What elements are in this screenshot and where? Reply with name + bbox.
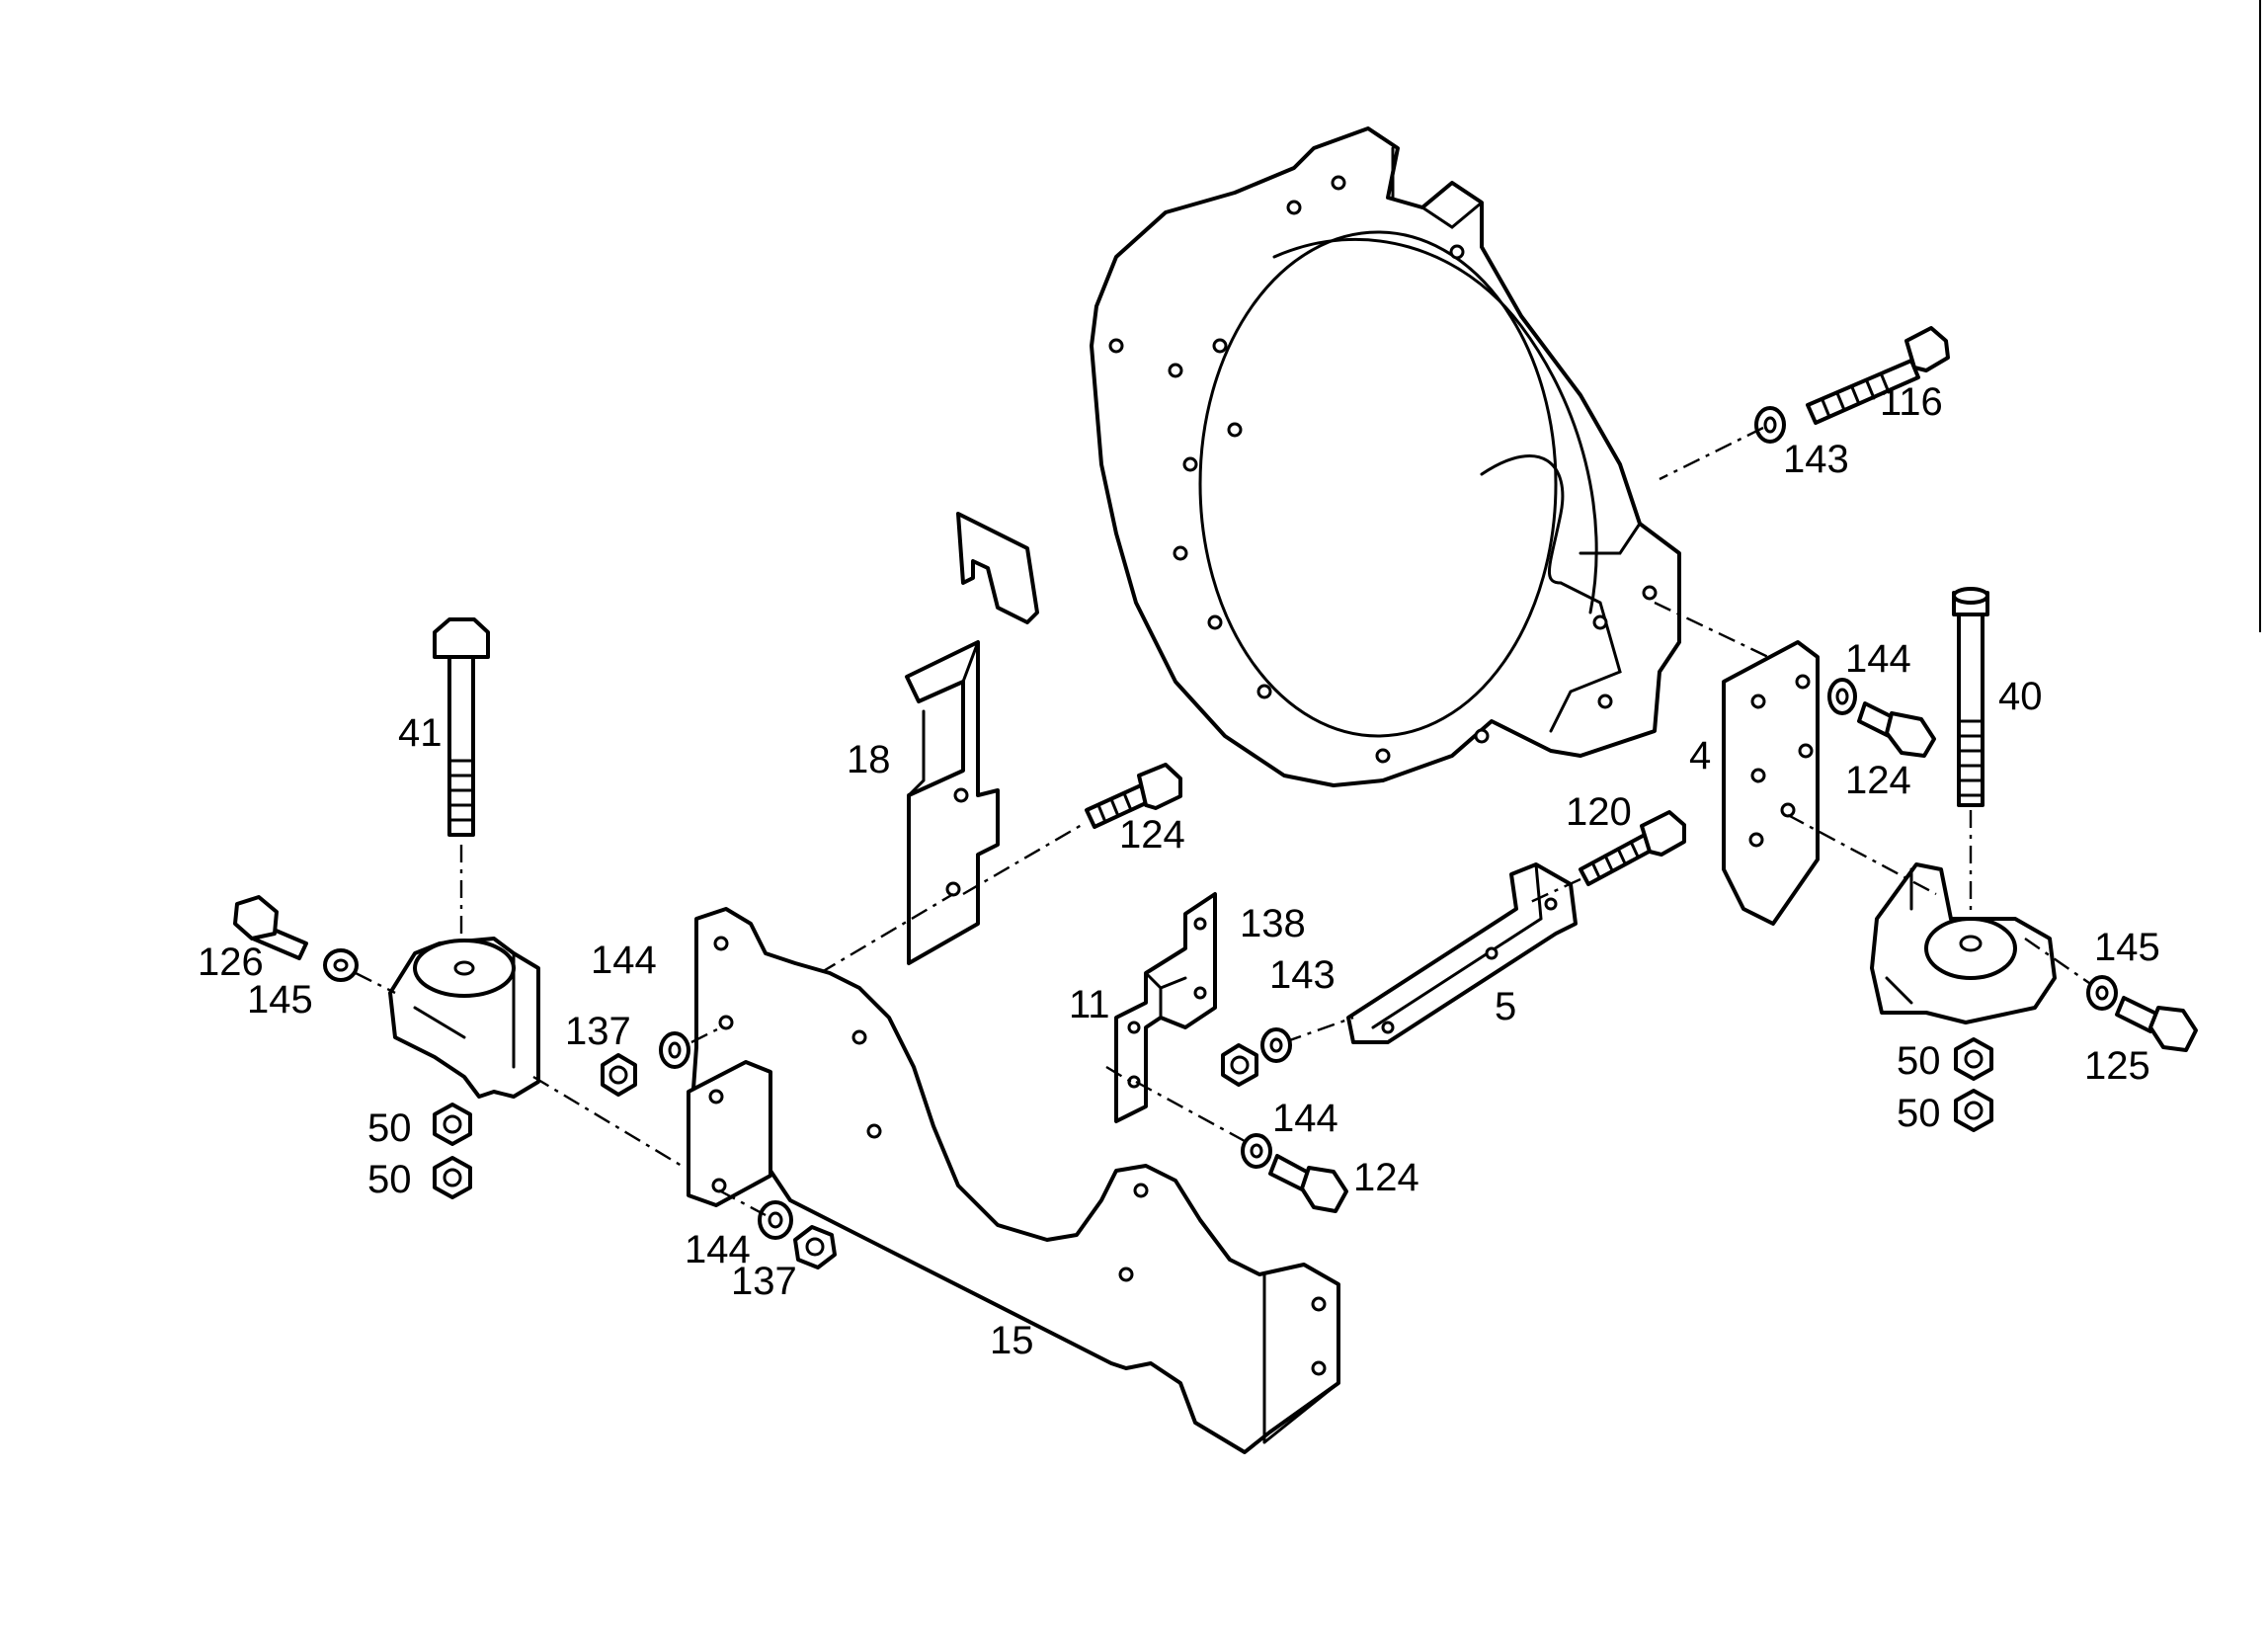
label-41: 41	[398, 711, 443, 755]
washer-144-bracket	[1241, 1133, 1272, 1169]
bolt-40	[1952, 587, 1989, 807]
housing-bolt-hole	[1227, 422, 1243, 438]
label-11: 11	[1069, 983, 1110, 1026]
label-125: 125	[2084, 1044, 2150, 1088]
leader-line	[962, 823, 1083, 896]
nut-50-left-2	[433, 1156, 472, 1199]
housing-bolt-hole	[1642, 585, 1658, 601]
leader-line	[1654, 601, 1769, 659]
label-40: 40	[1998, 675, 2043, 718]
engine-mount-right	[1870, 862, 2057, 1024]
bolt-125	[2115, 996, 2198, 1052]
label-126: 126	[198, 941, 264, 984]
label-144-bracket: 144	[1272, 1097, 1338, 1140]
flywheel-housing	[1090, 126, 1681, 787]
housing-bolt-hole	[1592, 614, 1608, 630]
housing-bolt-hole	[1597, 694, 1613, 709]
washer-145-right	[2086, 975, 2118, 1011]
label-120: 120	[1566, 790, 1632, 834]
label-138: 138	[1240, 902, 1306, 945]
housing-bolt-hole	[1256, 684, 1272, 699]
nut-50-right-1	[1954, 1037, 1993, 1081]
label-4: 4	[1689, 734, 1711, 777]
label-144-left: 144	[591, 939, 657, 982]
housing-bolt-hole	[1474, 728, 1490, 744]
nut-50-left-1	[433, 1103, 472, 1146]
bolt-41	[433, 617, 490, 837]
label-137-left: 137	[565, 1010, 631, 1053]
housing-bolt-hole	[1108, 338, 1124, 354]
leader-line	[2024, 938, 2090, 984]
label-145-right: 145	[2094, 926, 2160, 969]
nut-50-right-2	[1954, 1089, 1993, 1132]
housing-bolt-hole	[1173, 545, 1188, 561]
frame-15	[687, 907, 1340, 1454]
label-144-bottom: 144	[685, 1228, 751, 1271]
label-50-left-1: 50	[367, 1106, 412, 1150]
bolt-116	[1806, 326, 1950, 425]
label-18: 18	[847, 738, 891, 781]
label-124-mid: 124	[1119, 813, 1185, 857]
washer-143-mid	[1260, 1027, 1292, 1063]
label-50-right-2: 50	[1897, 1092, 1941, 1135]
washer-145-left	[323, 948, 359, 982]
leader-line	[819, 892, 954, 975]
label-15: 15	[990, 1319, 1034, 1362]
bolt-124-right	[1857, 701, 1936, 758]
leader-line	[355, 971, 396, 995]
housing-bolt-hole	[1331, 175, 1346, 191]
leader-line	[532, 1075, 683, 1168]
bolt-126	[233, 895, 308, 960]
housing-bolt-hole	[1449, 244, 1465, 260]
leader-line	[1525, 877, 1581, 906]
nut-137-left	[601, 1053, 637, 1097]
label-124-right: 124	[1845, 759, 1911, 802]
bolt-124-bracket	[1268, 1154, 1348, 1213]
label-116: 116	[1880, 380, 1943, 424]
washer-143-top	[1754, 406, 1786, 444]
housing-bolt-hole	[1212, 338, 1228, 354]
housing-bolt-hole	[1375, 748, 1391, 764]
nut-138	[1221, 1043, 1258, 1087]
bracket-5	[1346, 862, 1578, 1044]
leader-line	[718, 1188, 767, 1217]
housing-bolt-hole	[1286, 200, 1302, 215]
nut-137-bottom	[793, 1225, 837, 1269]
leader-line	[1787, 813, 1937, 896]
washer-144-right	[1827, 678, 1857, 715]
leader-line	[1135, 1080, 1246, 1143]
housing-bolt-hole	[1207, 614, 1223, 630]
housing-bolt-hole	[1168, 363, 1183, 378]
label-144-right: 144	[1845, 637, 1911, 681]
label-145-left: 145	[247, 978, 313, 1022]
leader-line	[1283, 1016, 1354, 1044]
label-50-right-1: 50	[1897, 1039, 1941, 1083]
label-137-bottom: 137	[731, 1260, 797, 1303]
washer-144-left	[659, 1031, 690, 1069]
label-124-bracket: 124	[1353, 1156, 1419, 1199]
bracket-18	[905, 512, 1039, 965]
leader-line	[1659, 426, 1764, 481]
label-5: 5	[1495, 985, 1516, 1028]
bolt-120	[1579, 810, 1686, 886]
bracket-4	[1722, 640, 1820, 926]
engine-mount-left	[388, 937, 540, 1099]
housing-bolt-hole	[1182, 456, 1198, 472]
bolt-124-mid	[1085, 763, 1182, 829]
leader-line	[690, 1025, 722, 1044]
label-50-left-2: 50	[367, 1158, 412, 1201]
washer-144-bottom	[758, 1200, 793, 1240]
label-143-mid: 143	[1269, 953, 1336, 997]
bracket-11	[1114, 892, 1217, 1123]
leader-line	[1105, 1065, 1132, 1084]
label-143-top: 143	[1783, 438, 1849, 481]
